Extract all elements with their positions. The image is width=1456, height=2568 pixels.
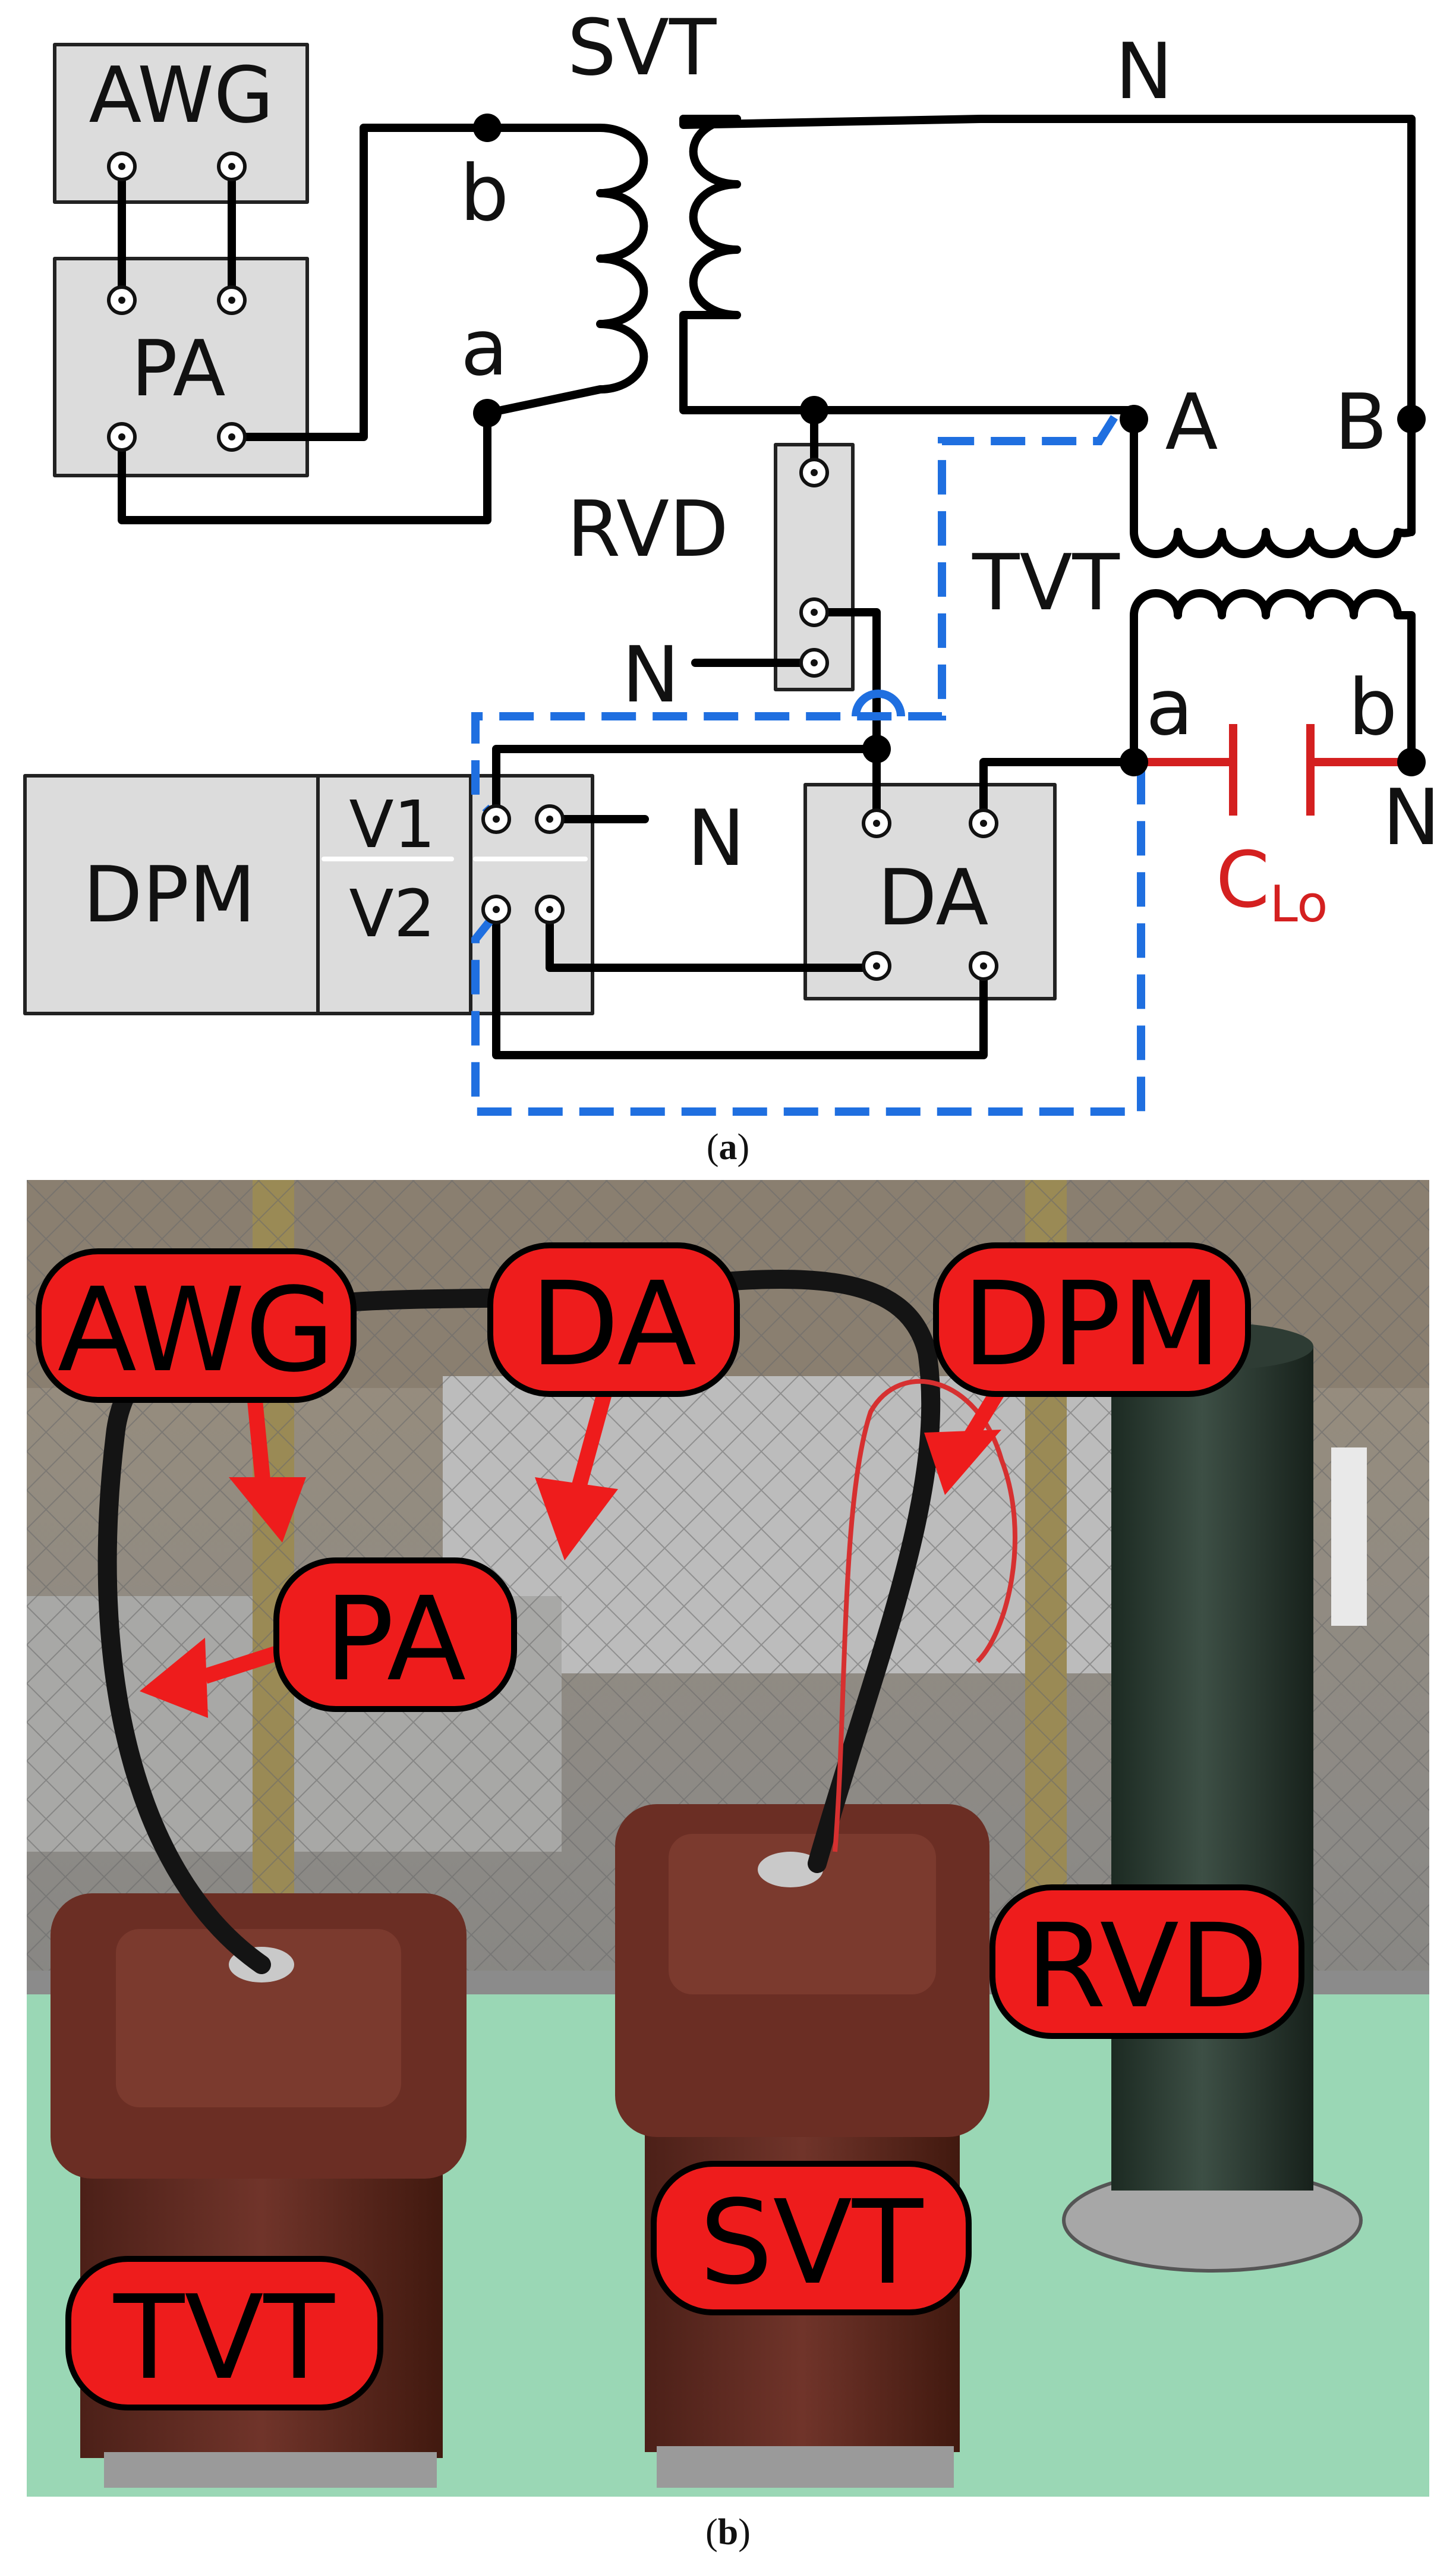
svg-text:PA: PA [324, 1572, 467, 1707]
svg-text:TVT: TVT [113, 2270, 335, 2405]
capacitor-label: CLo [1216, 835, 1328, 934]
callout-awg: AWG [36, 1248, 357, 1543]
tvt-secondary-winding [1130, 589, 1416, 765]
wiring-schematic: AWG PA SVT b a N A B RVD TVT N a b DPM V… [23, 2, 1441, 1116]
svt-label: SVT [568, 2, 717, 93]
tvt-n-label: N [1382, 772, 1440, 863]
svg-text:SVT: SVT [699, 2175, 924, 2310]
callout-rvd: RVD [989, 1884, 1304, 2039]
da-label: DA [878, 852, 989, 943]
tvt-primary-winding [1130, 415, 1416, 558]
tvt-label: TVT [972, 537, 1120, 628]
svt-secondary-winding [679, 115, 1138, 414]
top-n-label: N [1115, 26, 1173, 117]
svt-terminal-b: b [460, 148, 509, 238]
awg-block [53, 43, 309, 204]
svg-text:RVD: RVD [1026, 1899, 1268, 2034]
lab-photo: AWG DA DPM PA RVD SVT [27, 1180, 1429, 2497]
svg-text:AWG: AWG [58, 1263, 335, 1398]
callout-da: DA [487, 1242, 740, 1560]
svg-text:DPM: DPM [962, 1257, 1221, 1392]
dpm-v2-label: V2 [349, 876, 435, 952]
caption-a: (a) [706, 1127, 750, 1167]
callout-pa: PA [140, 1557, 517, 1718]
tvt-terminal-b: b [1348, 662, 1398, 753]
pa-label: PA [131, 323, 225, 414]
tvt-terminal-B: B [1334, 377, 1387, 467]
tvt-terminal-A: A [1165, 377, 1218, 467]
svt-terminal-a: a [461, 303, 508, 393]
rvd-label: RVD [567, 484, 729, 574]
tvt-terminal-a: a [1146, 662, 1193, 753]
dpm-v1-label: V1 [349, 786, 435, 863]
dpm-label: DPM [83, 849, 256, 940]
svt-primary-winding [483, 124, 648, 417]
capacitor-clo [1134, 724, 1411, 816]
svg-text:DA: DA [530, 1257, 697, 1392]
caption-b: (b) [705, 2512, 751, 2553]
da-block [803, 783, 1057, 1000]
dpm-n-label: N [687, 793, 745, 883]
awg-label: AWG [89, 50, 273, 140]
callout-tvt: TVT [65, 2256, 383, 2410]
shield-path [471, 415, 1145, 1116]
callout-svt: SVT [651, 2161, 972, 2315]
rvd-n-label: N [622, 630, 679, 720]
callout-dpm: DPM [924, 1242, 1251, 1495]
